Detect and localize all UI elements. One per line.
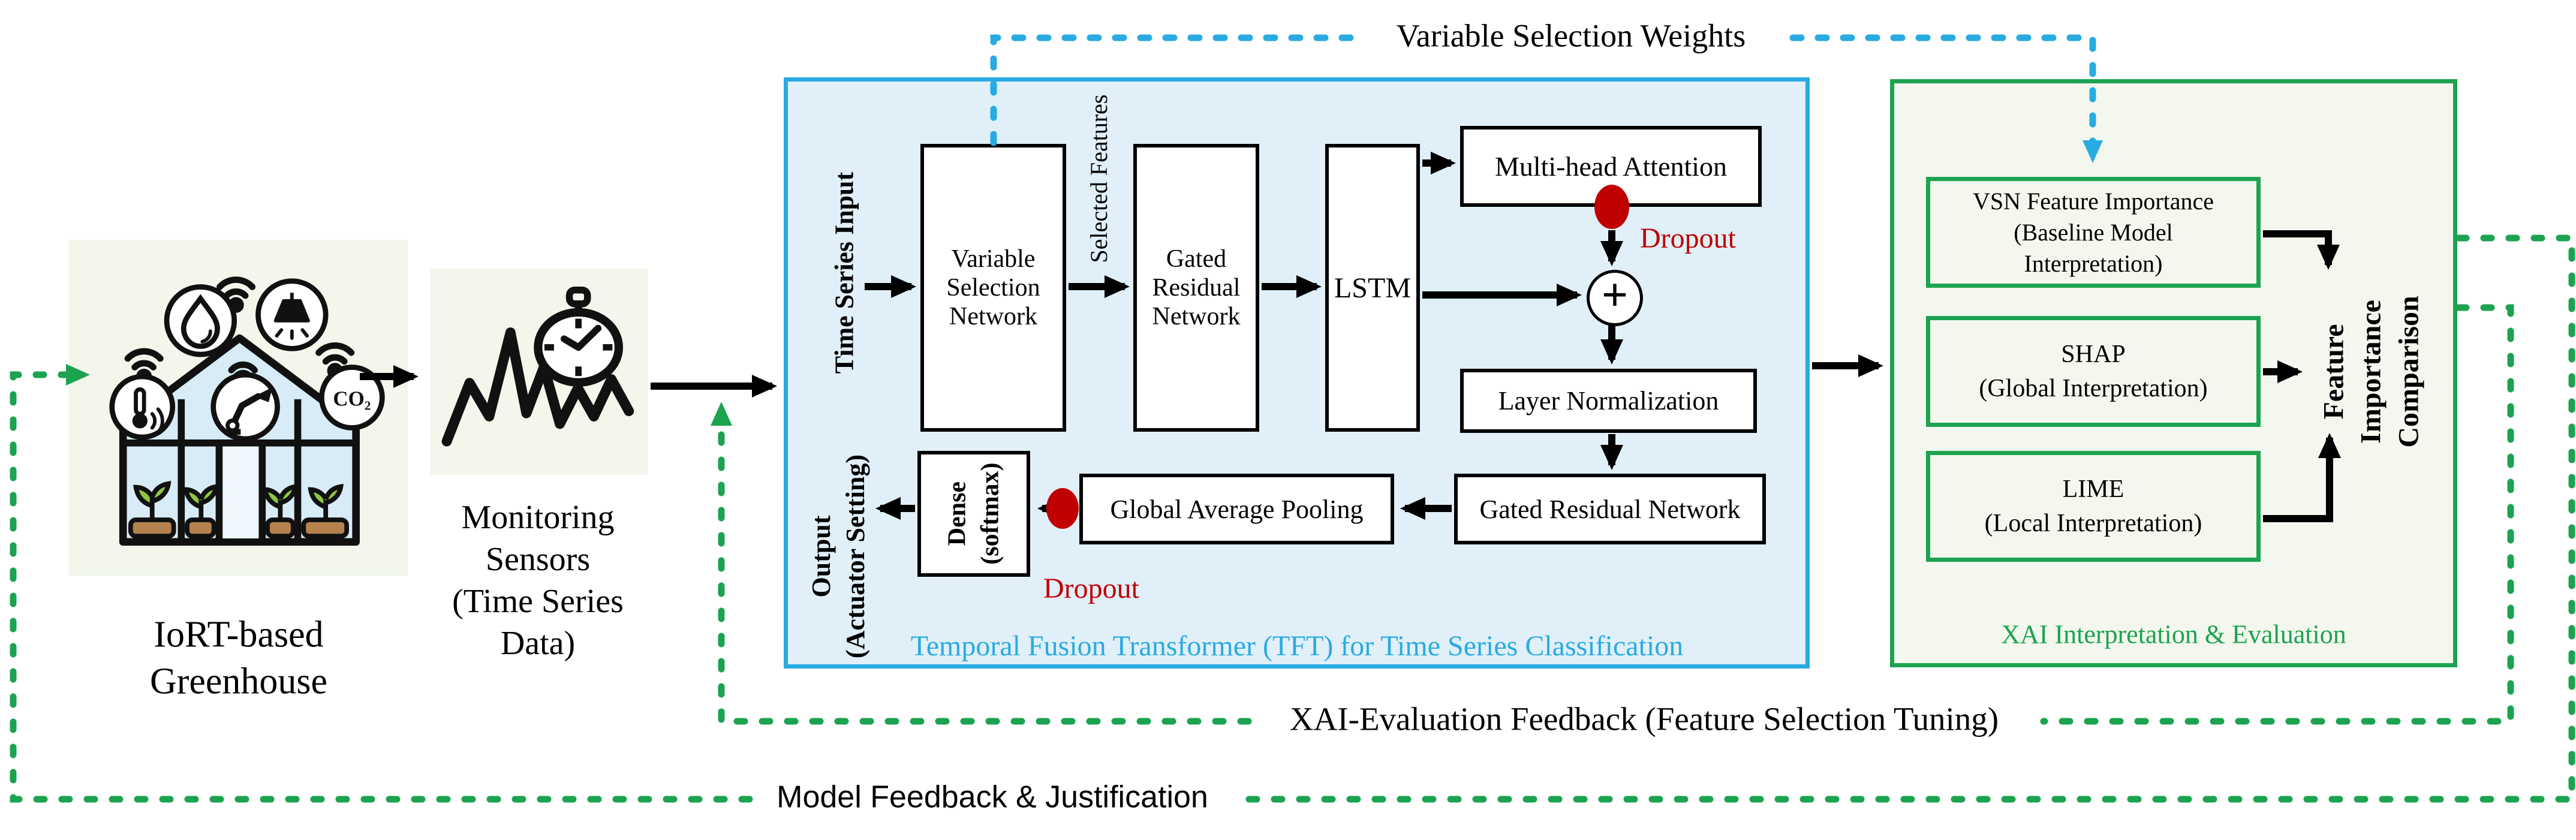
add-node: + [1587,269,1643,326]
selected-features-label: Selected Features [1085,94,1112,263]
variable-selection-network-box: Variable Selection Network [920,144,1066,432]
co2-text: CO₂ [333,387,371,411]
gated-residual-network-2-label: Gated Residual Network [1479,494,1741,524]
vsn-feature-importance-label: VSN Feature Importance (Baseline Model I… [1972,187,2214,277]
gated-residual-network-2-box: Gated Residual Network [1454,474,1766,544]
feature-importance-comparison-label: Feature Importance Comparison [2318,296,2425,448]
xai-caption: XAI Interpretation & Evaluation [2001,619,2346,649]
dropout-attention-label: Dropout [1640,222,1736,254]
dropout-dense-label: Dropout [1043,573,1139,604]
global-average-pooling-label: Global Average Pooling [1110,494,1364,524]
shap-box: SHAP (Global Interpretation) [1926,316,2261,427]
greenhouse-label: IoRT-based Greenhouse [149,614,328,702]
greenhouse-icon: CO₂ [109,276,385,546]
gated-residual-network-box: Gated Residual Network [1133,144,1259,432]
lime-box: LIME (Local Interpretation) [1926,451,2261,562]
time-series-input-label: Time Series Input [829,171,859,374]
variable-selection-network-label: Variable Selection Network [946,245,1040,330]
global-average-pooling-box: Global Average Pooling [1079,474,1394,544]
lstm-label: LSTM [1334,272,1411,304]
layer-normalization-box: Layer Normalization [1460,369,1757,433]
xai-evaluation-feedback-label: XAI-Evaluation Feedback (Feature Selecti… [1289,700,1999,737]
variable-selection-weights-label: Variable Selection Weights [1396,17,1746,54]
vsn-feature-importance-box: VSN Feature Importance (Baseline Model I… [1926,177,2261,288]
dense-softmax-label: Dense (softmax) [943,462,1004,565]
multi-head-attention-box: Multi-head Attention [1460,126,1762,207]
multi-head-attention-label: Multi-head Attention [1494,151,1728,182]
stopwatch-icon [534,286,624,387]
greenhouse-door [215,439,266,546]
dense-softmax-box: Dense (softmax) [917,451,1030,577]
monitoring-sensors-icon [441,286,634,447]
tft-caption: Temporal Fusion Transformer (TFT) for Ti… [910,630,1684,662]
gated-residual-network-label: Gated Residual Network [1152,245,1241,330]
dropout-node-dense [1046,488,1079,529]
layer-normalization-label: Layer Normalization [1498,386,1719,416]
lstm-box: LSTM [1325,144,1420,432]
sensors-label: Monitoring Sensors (Time Series Data) [452,499,624,662]
add-node-symbol: + [1601,269,1629,321]
shap-label: SHAP (Global Interpretation) [1979,340,2208,402]
lime-label: LIME (Local Interpretation) [1984,475,2202,537]
output-label: Output (Actuator Setting) [806,454,870,659]
dropout-node-attention [1594,185,1629,229]
model-feedback-label: Model Feedback & Justification [777,779,1208,815]
